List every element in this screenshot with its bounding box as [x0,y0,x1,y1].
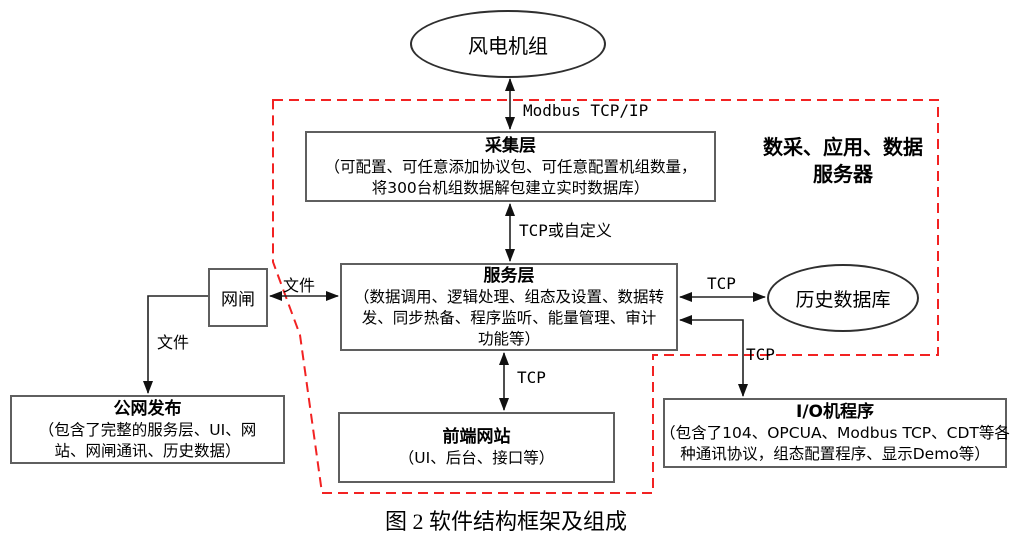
node-history-db: 历史数据库 [767,264,919,332]
node-io-program-title: I/O机程序 [796,402,874,422]
edge-label-modbus: Modbus TCP/IP [523,101,649,120]
node-frontend-site-title: 前端网站 [442,427,511,447]
server-region-label: 数采、应用、数据 服务器 [740,134,946,188]
server-region-label-line: 数采、应用、数据 [763,135,923,159]
node-wind-turbines: 风电机组 [410,10,606,78]
node-gateway: 网闸 [208,268,268,327]
node-service-layer-line: 发、同步热备、程序监听、能量管理、审计 [361,308,657,327]
node-wind-turbines-label: 风电机组 [468,33,548,58]
node-frontend-site-line: （UI、后台、接口等） [398,449,555,467]
node-io-program: I/O机程序 （包含了104、OPCUA、Modbus TCP、CDT等各 种通… [660,398,1010,468]
node-public-release-line: （包含了完整的服务层、UI、网 [38,420,257,439]
node-public-release-line: 站、网闸通讯、历史数据） [54,441,241,460]
edge-label-file-gateway-public: 文件 [157,333,190,352]
node-public-release: 公网发布 （包含了完整的服务层、UI、网 站、网闸通讯、历史数据） [10,395,285,464]
edge-label-tcp-or-custom: TCP或自定义 [519,221,612,240]
node-collection-layer: 采集层 （可配置、可任意添加协议包、可任意配置机组数量， 将300台机组数据解包… [305,131,716,202]
edge-gateway-to-public [143,295,208,394]
edge-label-tcp-history: TCP [707,274,736,293]
node-io-program-line: 种通讯协议，组态配置程序、显示Demo等） [680,445,990,463]
node-collection-layer-line: （可配置、可任意添加协议包、可任意配置机组数量， [324,157,697,176]
node-collection-layer-line: 将300台机组数据解包建立实时数据库） [371,178,650,197]
node-service-layer-line: （数据调用、逻辑处理、组态及设置、数据转 [353,287,664,306]
node-service-layer: 服务层 （数据调用、逻辑处理、组态及设置、数据转 发、同步热备、程序监听、能量管… [340,263,678,351]
edge-label-tcp-frontend: TCP [517,368,546,387]
node-frontend-site: 前端网站 （UI、后台、接口等） [338,412,615,483]
edge-label-file-gateway-service: 文件 [283,276,316,295]
edge-service-to-io [679,315,748,397]
node-history-db-label: 历史数据库 [795,288,891,311]
node-service-layer-title: 服务层 [483,265,535,286]
node-service-layer-line: 功能等） [477,329,540,348]
figure-caption: 图 2 软件结构框架及组成 [384,509,627,534]
node-io-program-line: （包含了104、OPCUA、Modbus TCP、CDT等各 [660,424,1010,442]
node-collection-layer-title: 采集层 [485,135,536,156]
server-region-label-line: 服务器 [813,162,873,186]
node-gateway-label: 网闸 [221,290,255,310]
edge-label-tcp-io: TCP [746,345,775,364]
node-public-release-title: 公网发布 [113,398,182,419]
